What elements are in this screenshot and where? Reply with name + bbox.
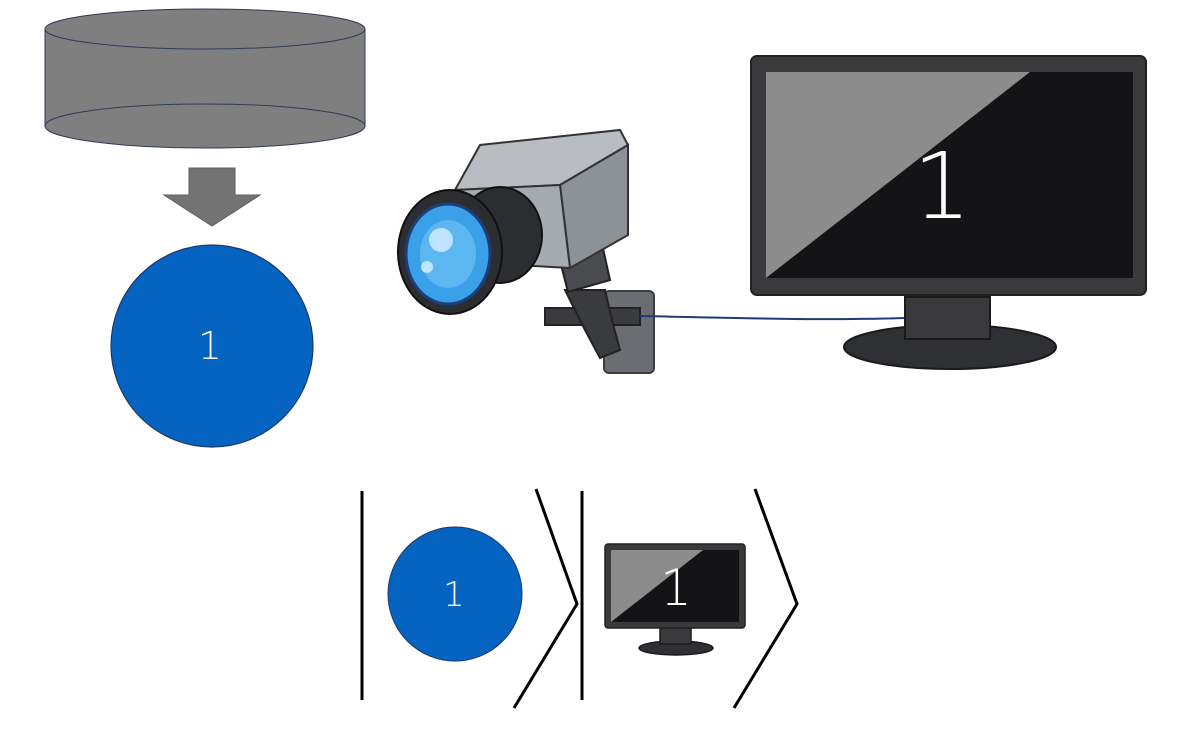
sequence-monitor-icon: 1 [604, 543, 746, 656]
monitor-label: 1 [913, 133, 972, 240]
sequence-circle-label: 1 [443, 575, 465, 615]
projected-circle: 1 [110, 244, 314, 448]
sequence-monitor-label: 1 [660, 559, 692, 617]
chevron-right-icon [512, 488, 579, 709]
security-camera-icon [397, 128, 951, 374]
cylinder-shape [44, 8, 366, 149]
sequence-strip: 1 1 [360, 488, 799, 709]
circle-label: 1 [198, 324, 222, 368]
monitor-icon: 1 [750, 55, 1147, 370]
chevron-right-icon [732, 488, 799, 709]
camera-cable [639, 314, 951, 327]
down-arrow-icon [162, 167, 262, 227]
